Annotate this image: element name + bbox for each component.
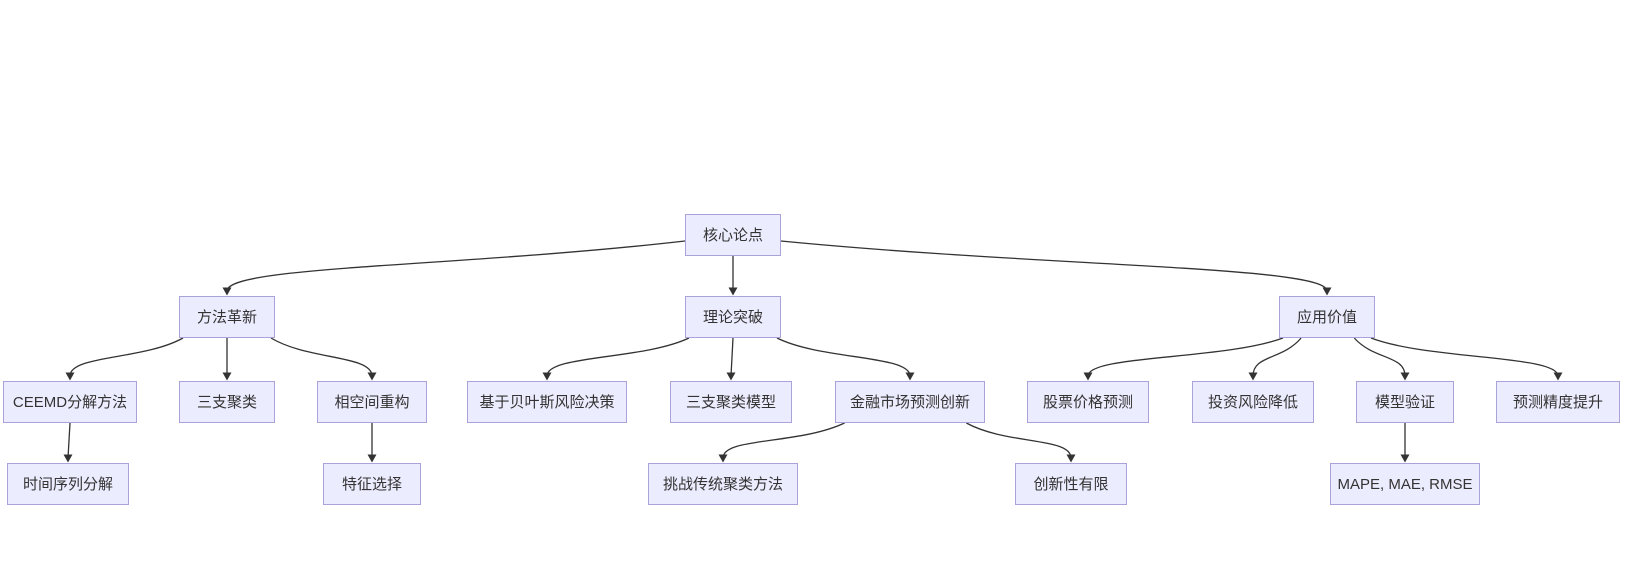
arrowhead-icon <box>367 454 377 463</box>
flow-node-core: 核心论点 <box>685 214 781 256</box>
arrowhead-icon <box>63 454 73 463</box>
flow-node-challenge: 挑战传统聚类方法 <box>648 463 798 505</box>
flow-node-theory: 理论突破 <box>685 296 781 338</box>
arrowhead-icon <box>1322 287 1332 296</box>
edge-application-to-stock <box>1087 337 1284 377</box>
flow-node-ceemd: CEEMD分解方法 <box>3 381 137 423</box>
arrowhead-icon <box>905 372 915 381</box>
edge-finance-to-limited <box>966 422 1072 459</box>
flow-node-application: 应用价值 <box>1279 296 1375 338</box>
edge-application-to-risk <box>1252 337 1302 377</box>
edge-theory-to-bayes <box>546 337 690 377</box>
edge-ceemd-to-timeseries <box>67 422 71 459</box>
flow-node-phase: 相空间重构 <box>317 381 427 423</box>
flow-node-bayes: 基于贝叶斯风险决策 <box>467 381 627 423</box>
flow-node-feature: 特征选择 <box>323 463 421 505</box>
flow-node-method: 方法革新 <box>179 296 275 338</box>
arrowhead-icon <box>1066 454 1076 463</box>
edge-theory-to-threeway-model <box>730 337 734 377</box>
arrowhead-icon <box>1400 454 1410 463</box>
edge-method-to-phase <box>270 337 373 377</box>
flow-node-finance: 金融市场预测创新 <box>835 381 985 423</box>
flow-node-metrics: MAPE, MAE, RMSE <box>1330 463 1480 505</box>
flow-node-accuracy: 预测精度提升 <box>1496 381 1620 423</box>
arrowhead-icon <box>728 287 738 296</box>
arrowhead-icon <box>1400 372 1410 381</box>
arrowhead-icon <box>726 372 736 381</box>
edge-method-to-ceemd <box>69 337 184 377</box>
arrowhead-icon <box>65 372 75 381</box>
arrowhead-icon <box>222 287 232 296</box>
arrowhead-icon <box>1248 372 1258 381</box>
edge-core-to-method <box>226 240 686 292</box>
arrowhead-icon <box>1553 372 1563 381</box>
edge-application-to-accuracy <box>1370 337 1559 377</box>
edge-application-to-validation <box>1353 337 1406 377</box>
flow-node-threeway-model: 三支聚类模型 <box>670 381 792 423</box>
arrowhead-icon <box>222 372 232 381</box>
edge-theory-to-finance <box>776 337 911 377</box>
flow-node-risk: 投资风险降低 <box>1192 381 1314 423</box>
arrowhead-icon <box>367 372 377 381</box>
flow-node-validation: 模型验证 <box>1356 381 1454 423</box>
edge-core-to-application <box>780 240 1328 292</box>
arrowhead-icon <box>718 454 728 463</box>
flow-node-timeseries: 时间序列分解 <box>7 463 129 505</box>
arrowhead-icon <box>1083 372 1093 381</box>
arrowhead-icon <box>542 372 552 381</box>
flow-node-stock: 股票价格预测 <box>1027 381 1149 423</box>
edge-finance-to-challenge <box>722 422 845 459</box>
flow-node-limited: 创新性有限 <box>1015 463 1127 505</box>
flow-node-threeway: 三支聚类 <box>179 381 275 423</box>
